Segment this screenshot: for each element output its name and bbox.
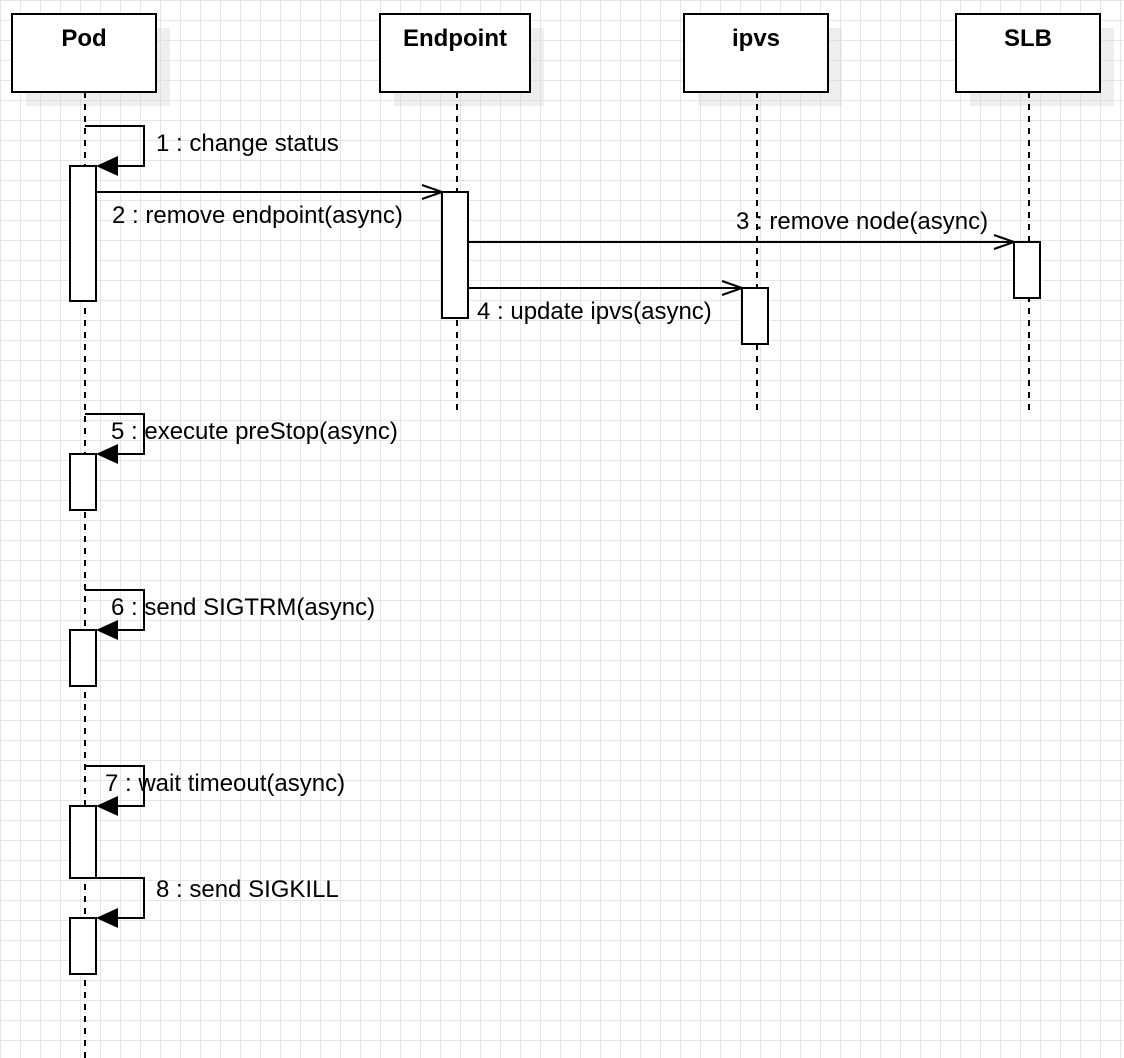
participant-name: Endpoint xyxy=(403,25,507,52)
self-message-line xyxy=(85,125,145,167)
filled-arrowhead xyxy=(96,620,118,640)
message-3[interactable]: 3 : remove node(async) xyxy=(468,208,1014,242)
self-message-line xyxy=(85,765,145,807)
participant-pod[interactable]: Pod xyxy=(11,13,170,1058)
participant-ipvs[interactable]: ipvs xyxy=(683,13,842,412)
filled-arrowhead xyxy=(96,444,118,464)
participant-box xyxy=(955,13,1101,93)
message-8[interactable]: 8 : send SIGKILL xyxy=(96,876,339,928)
activation-bar-pod-6[interactable] xyxy=(69,629,97,687)
message-label: 6 : send SIGTRM(async) xyxy=(111,594,375,621)
message-7[interactable]: 7 : wait timeout(async) xyxy=(85,765,345,816)
participant-endpoint[interactable]: Endpoint xyxy=(379,13,544,412)
activation-bar-pod-7[interactable] xyxy=(69,805,97,879)
message-label: 4 : update ipvs(async) xyxy=(477,298,712,325)
message-4[interactable]: 4 : update ipvs(async) xyxy=(468,288,742,325)
self-message-line xyxy=(85,589,145,631)
activation-bar-slb[interactable] xyxy=(1013,241,1041,299)
activation-bar-endpoint[interactable] xyxy=(441,191,469,319)
message-2[interactable]: 2 : remove endpoint(async) xyxy=(96,192,442,229)
message-label: 7 : wait timeout(async) xyxy=(105,770,345,797)
participant-name: Pod xyxy=(61,25,106,52)
activation-bar-pod-8[interactable] xyxy=(69,917,97,975)
message-label: 8 : send SIGKILL xyxy=(156,876,339,903)
participant-box xyxy=(11,13,157,93)
message-label: 2 : remove endpoint(async) xyxy=(112,202,403,229)
self-message-line xyxy=(85,413,145,455)
activation-bar-pod-5[interactable] xyxy=(69,453,97,511)
message-label: 1 : change status xyxy=(156,130,339,157)
message-5[interactable]: 5 : execute preStop(async) xyxy=(85,413,398,464)
message-1[interactable]: 1 : change status xyxy=(85,125,339,176)
filled-arrowhead xyxy=(96,908,118,928)
filled-arrowhead xyxy=(96,156,118,176)
participant-box xyxy=(683,13,829,93)
participant-box xyxy=(379,13,531,93)
message-6[interactable]: 6 : send SIGTRM(async) xyxy=(85,589,375,640)
participant-name: ipvs xyxy=(732,25,780,52)
message-label: 5 : execute preStop(async) xyxy=(111,418,398,445)
filled-arrowhead xyxy=(96,796,118,816)
self-message-line xyxy=(96,877,145,919)
message-label: 3 : remove node(async) xyxy=(736,208,988,235)
participant-name: SLB xyxy=(1004,25,1052,52)
activation-bar-ipvs[interactable] xyxy=(741,287,769,345)
activation-bar-pod-1[interactable] xyxy=(69,165,97,302)
